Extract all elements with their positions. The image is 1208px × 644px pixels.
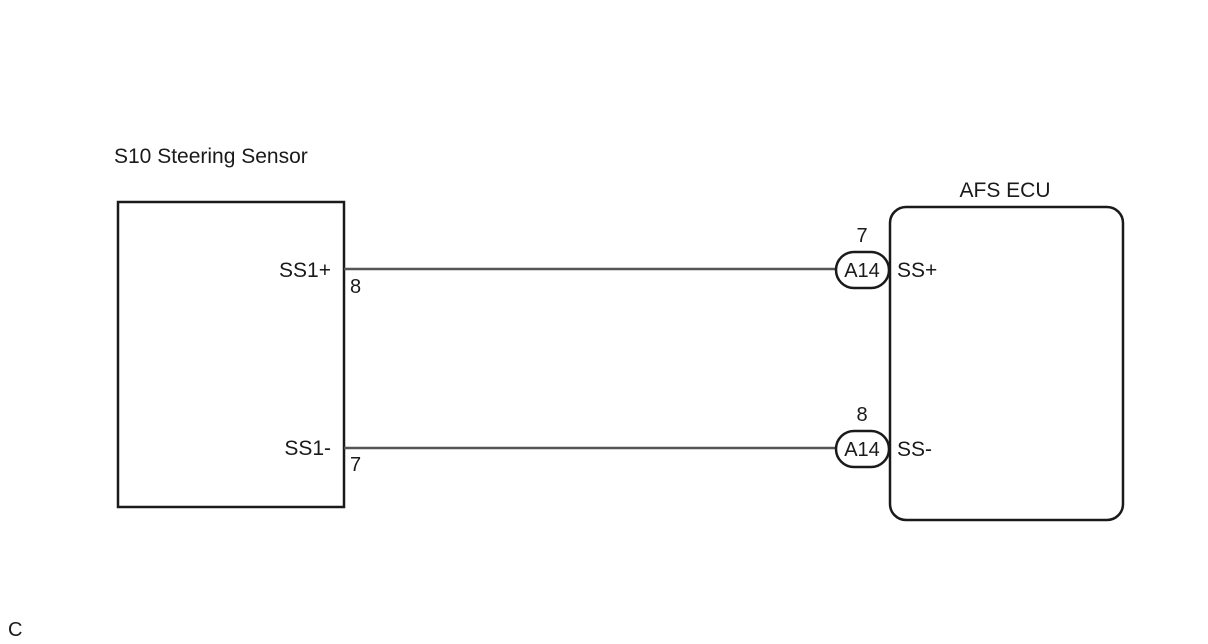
connector-a14-ss-plus [834,250,891,290]
connector-label-ss-plus: A14 [844,260,880,282]
ecu-title: AFS ECU [959,179,1050,202]
ecu-pin-label-ss-minus: SS- [897,438,932,461]
ecu-pin-number-ss-plus: 7 [856,225,867,247]
connector-a14-ss-minus [834,429,891,469]
ecu-pin-number-ss-minus: 8 [856,404,867,426]
sensor-pin-number-ss1-plus: 8 [350,276,361,298]
sensor-box [116,200,346,509]
sensor-pin-number-ss1-minus: 7 [350,454,361,476]
sensor-title: S10 Steering Sensor [114,145,308,168]
ecu-box [888,205,1125,522]
figure-code: C [8,619,22,641]
sensor-pin-label-ss1-plus: SS1+ [279,259,331,282]
connector-label-ss-minus: A14 [844,439,880,461]
sensor-pin-label-ss1-minus: SS1- [284,437,331,460]
ecu-pin-label-ss-plus: SS+ [897,259,937,282]
